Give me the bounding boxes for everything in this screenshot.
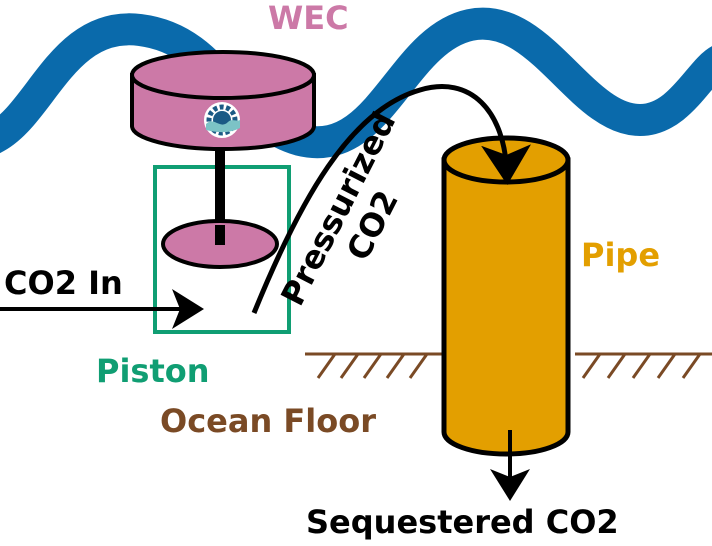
co2-in-label: CO2 In [4, 264, 123, 302]
sequestered-co2-label: Sequestered CO2 [306, 503, 619, 541]
piston-label: Piston [96, 352, 210, 390]
pressurized-co2-arrow [251, 84, 532, 314]
pipe-cylinder [441, 135, 571, 457]
ocean-floor-hatch [305, 352, 712, 379]
wec-label: WEC [268, 0, 349, 37]
gear-wave-logo-icon [202, 100, 242, 140]
piston-head [161, 219, 279, 269]
wec-buoy [130, 50, 316, 151]
pipe-label: Pipe [581, 236, 660, 274]
ocean-floor-label: Ocean Floor [160, 402, 376, 440]
ocean-wave [0, 7, 712, 159]
